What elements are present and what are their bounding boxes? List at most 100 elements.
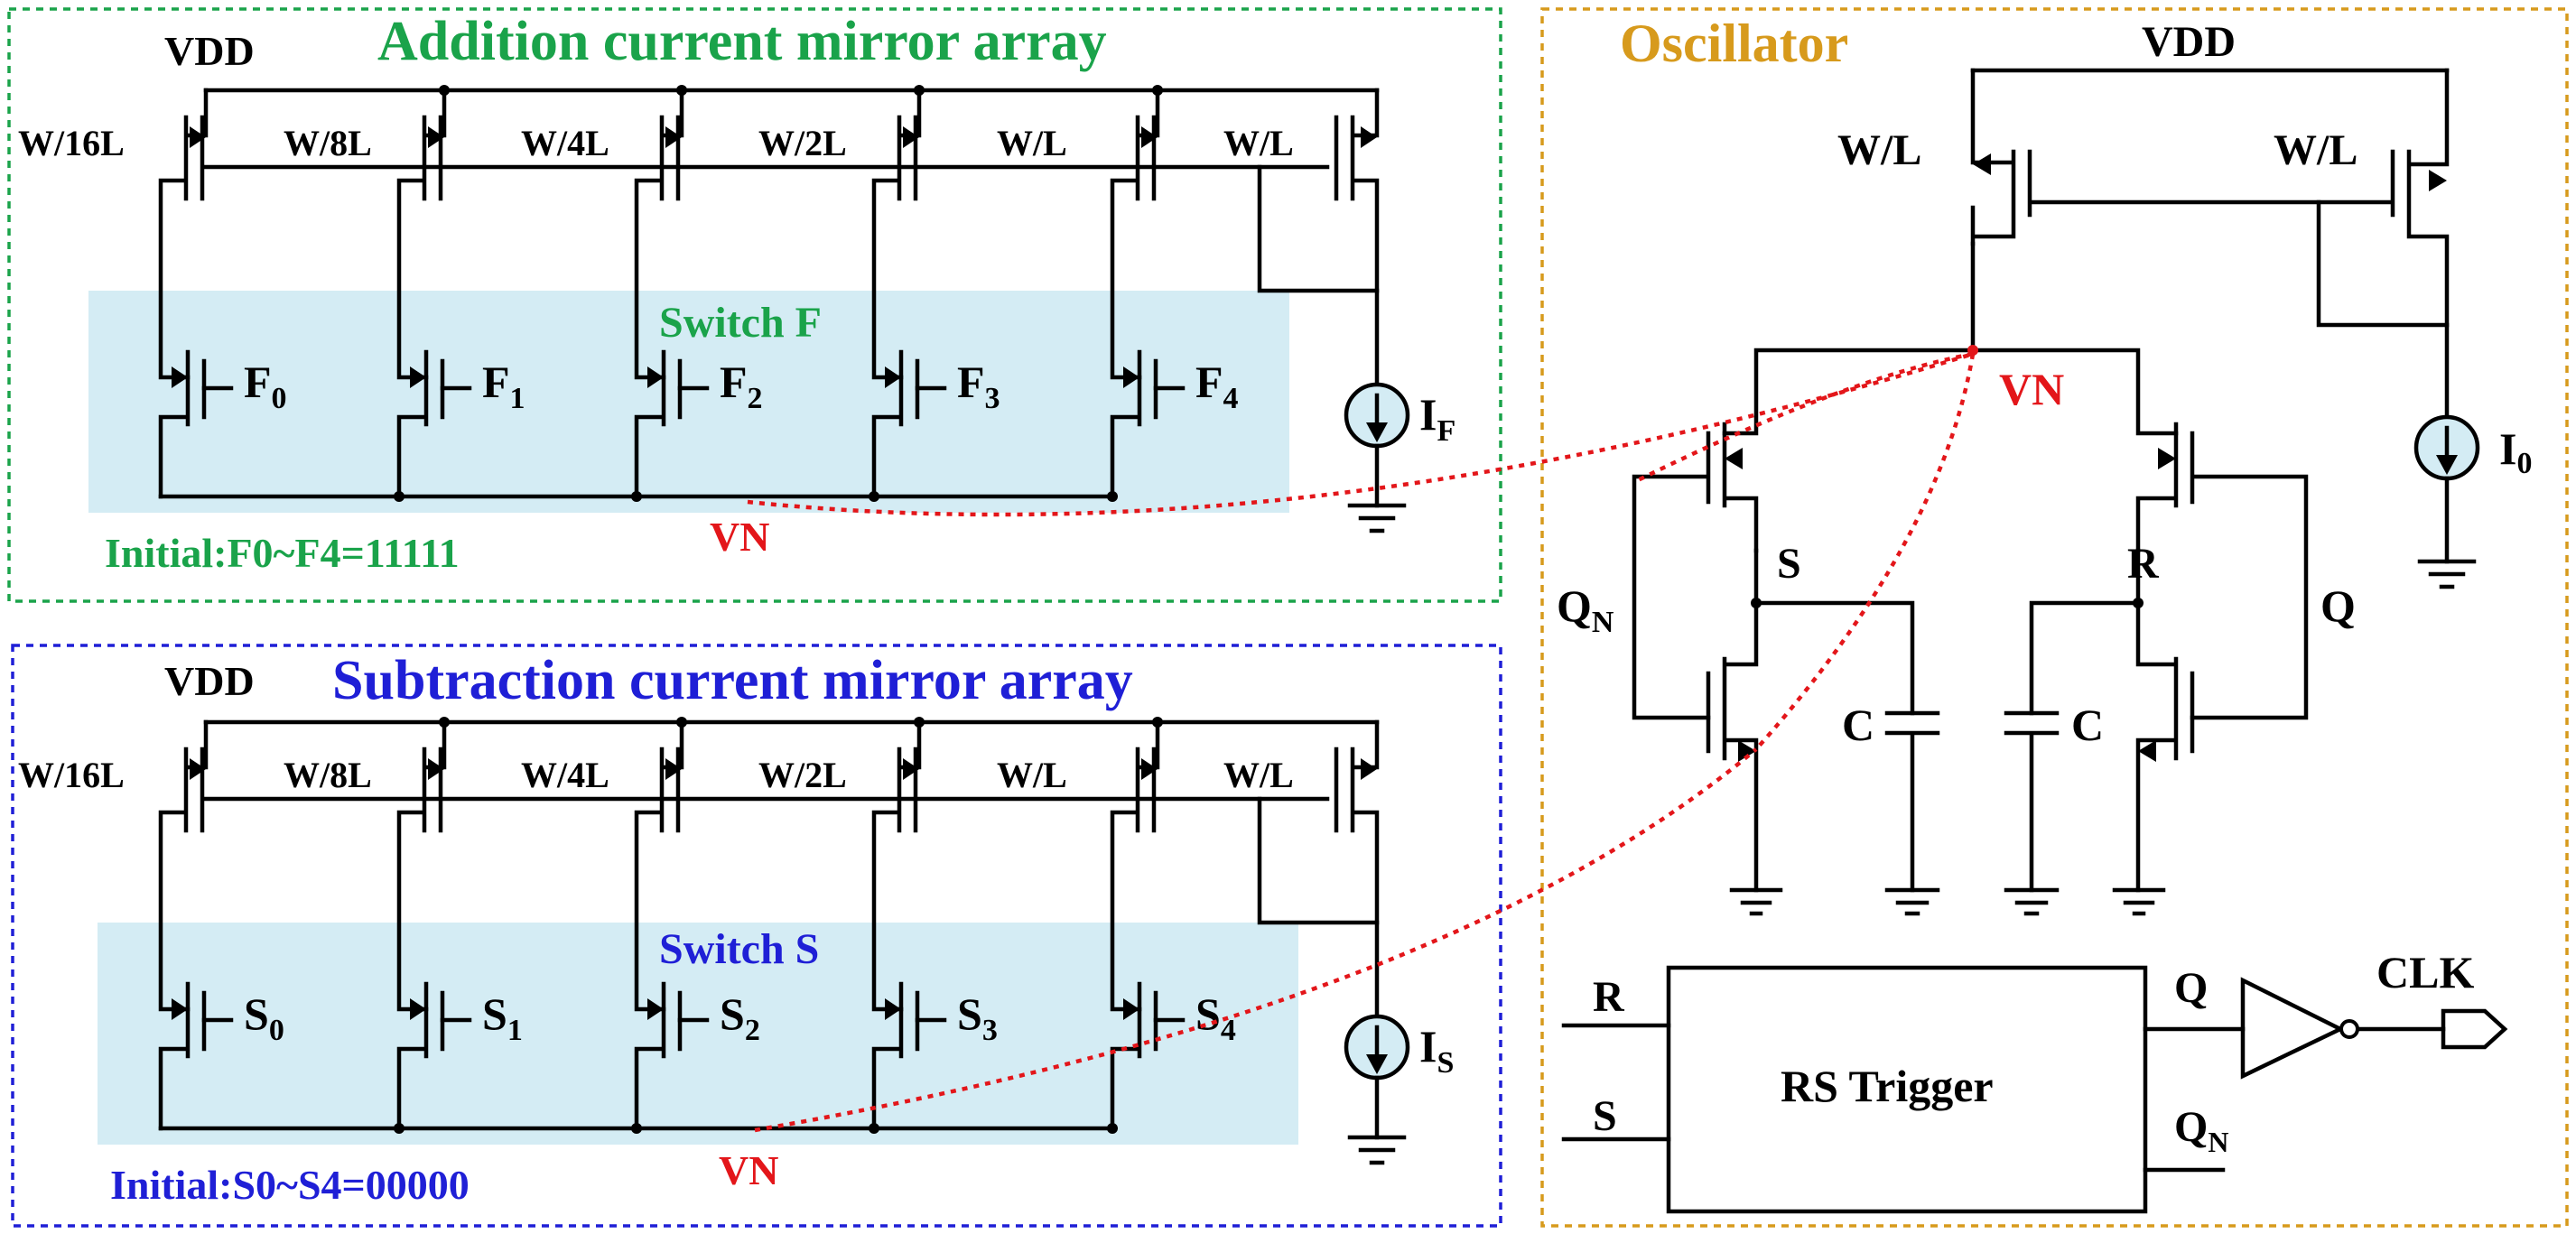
subtraction-size-label-2: W/4L — [521, 755, 609, 795]
addition-ref-diode — [1257, 164, 1380, 293]
subtraction-pmos-arrow-2 — [665, 758, 682, 780]
clk-port — [2441, 1008, 2508, 1050]
subtraction-size-label-ref: W/L — [1223, 755, 1294, 795]
osc-qn-label: QN — [1557, 580, 1614, 639]
osc-left-nmos — [1706, 548, 1759, 893]
osc-pmos-left-arrow — [1973, 153, 1991, 175]
subtraction-frame — [11, 644, 1502, 1228]
subtraction-switch-arrow-1 — [410, 998, 426, 1020]
addition-switch-arrow-2 — [647, 366, 664, 388]
subtraction-ref-diode — [1257, 796, 1380, 925]
addition-initial-label: Initial:F0~F4=11111 — [105, 530, 460, 576]
addition-pmos-2 — [634, 88, 684, 380]
addition-switch-region — [88, 291, 1289, 513]
subtraction-ref-arrow — [1361, 758, 1377, 780]
osc-i0-ground — [2417, 559, 2477, 589]
addition-size-label-0: W/16L — [18, 123, 125, 163]
osc-vn-rail — [1722, 241, 2179, 436]
addition-size-label-ref: W/L — [1223, 123, 1294, 163]
osc-pmos-right-arrow — [2429, 170, 2447, 191]
subtraction-vdd-label: VDD — [164, 658, 255, 704]
addition-pmos-3 — [871, 88, 922, 380]
subtraction-source-arrow — [1366, 1054, 1388, 1074]
subtraction-size-label-4: W/L — [997, 755, 1067, 795]
osc-vn-label: VN — [1999, 364, 2064, 414]
addition-pmos-arrow-3 — [903, 126, 919, 148]
addition-pmos-arrow-4 — [1141, 126, 1158, 148]
addition-rail-node-3 — [914, 85, 925, 96]
oscillator-circuit: VDD W/L W/L I0 VN S C QN — [1557, 18, 2532, 1214]
subtraction-pmos-arrow-1 — [428, 758, 444, 780]
addition-vn-label: VN — [710, 514, 769, 560]
addition-pmos-arrow-0 — [190, 126, 206, 148]
osc-left-grounds — [1729, 887, 1940, 916]
osc-right-grounds — [2004, 887, 2166, 916]
addition-switch-name-4: F4 — [1195, 357, 1239, 415]
osc-pmos-right — [2029, 68, 2450, 328]
addition-switch-name-3: F3 — [957, 357, 1000, 415]
rs-input-r-label: R — [1593, 973, 1625, 1021]
rs-inputs — [1561, 1023, 1671, 1142]
output-inverter — [2240, 977, 2346, 1080]
subtraction-ground — [1347, 1135, 1407, 1165]
osc-left-nmos-arrow — [1738, 740, 1756, 762]
subtraction-source-label: IS — [1419, 1021, 1454, 1080]
subtraction-switch-arrow-0 — [172, 998, 188, 1020]
subtraction-pmos-arrow-4 — [1141, 758, 1158, 780]
rs-trigger-block — [1666, 965, 2148, 1214]
addition-pmos-4 — [1110, 88, 1160, 380]
addition-size-label-4: W/L — [997, 123, 1067, 163]
addition-rail-node-1 — [439, 85, 450, 96]
osc-left-pmos-arrow — [1725, 448, 1743, 469]
addition-switch-name-0: F0 — [244, 357, 287, 415]
subtraction-switch-name-3: S3 — [957, 988, 998, 1047]
addition-rail-node-2 — [676, 85, 687, 96]
osc-cap-right-label: C — [2071, 700, 2104, 750]
rs-trigger-title: RS Trigger — [1781, 1061, 1994, 1111]
subtraction-switch-label: Switch S — [659, 925, 819, 973]
subtraction-switch-name-4: S4 — [1195, 988, 1236, 1047]
osc-gate-tie — [2316, 199, 2450, 418]
subtraction-switch-name-0: S0 — [244, 988, 284, 1047]
subtraction-size-label-0: W/16L — [18, 755, 125, 795]
addition-frame — [7, 7, 1502, 603]
osc-size-left: W/L — [1837, 126, 1921, 174]
subtraction-size-label-1: W/8L — [284, 755, 372, 795]
osc-size-right: W/L — [2274, 126, 2357, 174]
osc-right-nmos — [2135, 548, 2195, 893]
subtraction-ref-pmos — [1334, 719, 1380, 1023]
addition-switch-name-1: F1 — [482, 357, 525, 415]
osc-cap-right — [2004, 710, 2060, 893]
osc-i0-arrow — [2436, 455, 2458, 475]
subtraction-rail-node-1 — [439, 717, 450, 728]
rs-input-s-label: S — [1593, 1092, 1617, 1140]
osc-s-to-cap — [1753, 600, 1915, 716]
addition-switch-name-2: F2 — [720, 357, 763, 415]
oscillator-frame — [1540, 7, 2569, 1228]
addition-ref-pmos — [1334, 88, 1380, 391]
subtraction-pmos-arrow-3 — [903, 758, 919, 780]
addition-switch-arrow-3 — [885, 366, 901, 388]
rs-outputs — [2143, 1026, 2246, 1173]
osc-cap-left-label: C — [1842, 700, 1874, 750]
subtraction-switch-arrow-4 — [1123, 998, 1139, 1020]
addition-switch-arrow-0 — [172, 366, 188, 388]
subtraction-pmos-3 — [871, 719, 922, 1012]
osc-q-label: Q — [2320, 580, 2356, 631]
osc-right-pmos-arrow — [2158, 448, 2176, 469]
subtraction-pmos-2 — [634, 719, 684, 1012]
oscillator-title: Oscillator — [1620, 14, 1848, 73]
addition-rail-node-4 — [1152, 85, 1163, 96]
subtraction-pmos-0 — [158, 719, 209, 1012]
subtraction-switch-name-1: S1 — [482, 988, 523, 1047]
osc-cap-left — [1884, 710, 1940, 893]
addition-title: Addition current mirror array — [377, 11, 1107, 72]
addition-size-label-2: W/4L — [521, 123, 609, 163]
addition-ref-arrow — [1361, 126, 1377, 148]
subtraction-initial-label: Initial:S0~S4=00000 — [110, 1162, 470, 1208]
addition-switch-arrow-1 — [410, 366, 426, 388]
osc-left-pmos — [1632, 422, 1759, 720]
